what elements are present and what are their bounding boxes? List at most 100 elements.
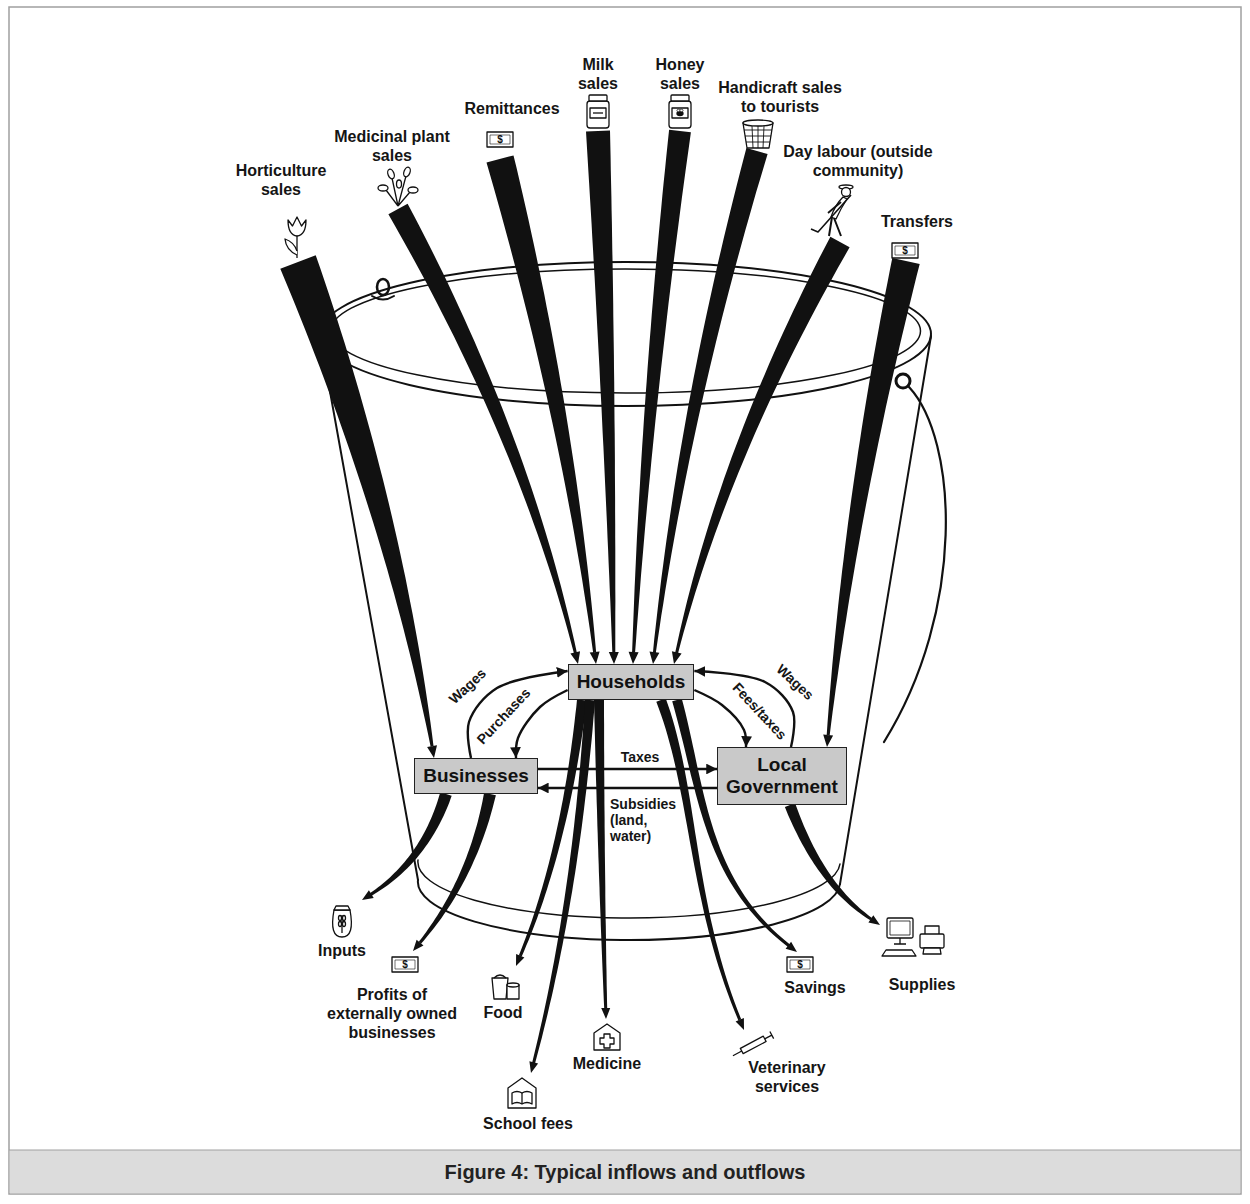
edge-label: Fees/taxes bbox=[728, 678, 791, 744]
flow-label: Veterinary services bbox=[739, 1058, 835, 1096]
herb-icon bbox=[378, 166, 418, 206]
flow-label: Profits of externally owned businesses bbox=[321, 985, 463, 1042]
legs bbox=[829, 217, 841, 236]
handle-ring bbox=[377, 279, 389, 295]
basket bbox=[743, 123, 773, 148]
label-box: Savings bbox=[775, 978, 855, 997]
inflow-arrow bbox=[388, 204, 580, 664]
box-label: Local Government bbox=[726, 754, 838, 798]
printer-tray bbox=[923, 948, 941, 954]
icons bbox=[285, 95, 944, 1108]
government-box: Local Government bbox=[717, 747, 847, 805]
outflow-arrow bbox=[362, 792, 452, 900]
jar-band bbox=[672, 108, 688, 118]
head bbox=[842, 188, 851, 197]
inflow-arrow bbox=[672, 237, 850, 664]
banknote-icon bbox=[392, 957, 418, 972]
flow-label: Medicinal plant sales bbox=[324, 127, 460, 165]
bag-top bbox=[494, 975, 506, 978]
sack bbox=[333, 910, 352, 937]
can-top bbox=[507, 983, 519, 987]
syringe-barrel bbox=[740, 1036, 766, 1054]
leaf bbox=[408, 187, 418, 193]
flow-label: Remittances bbox=[452, 99, 572, 118]
label-box: Honey sales bbox=[649, 55, 711, 93]
leaf bbox=[402, 166, 411, 177]
flow-label: School fees bbox=[473, 1114, 583, 1133]
bee bbox=[677, 112, 683, 116]
label-box: School fees bbox=[473, 1114, 583, 1133]
flow-label: $ bbox=[497, 134, 503, 145]
label-box: Remittances bbox=[452, 99, 572, 118]
label-box: Horticulture sales bbox=[225, 161, 337, 199]
leaf bbox=[378, 185, 388, 191]
flow-arrow bbox=[694, 671, 794, 747]
tulip-icon bbox=[285, 217, 306, 258]
bucket-side bbox=[840, 336, 931, 884]
flow-label: $ bbox=[797, 959, 803, 970]
note-border bbox=[790, 960, 810, 969]
note bbox=[892, 243, 918, 258]
label-box: Medicine bbox=[562, 1054, 652, 1073]
edge-label-box: Fees/taxes bbox=[728, 678, 791, 744]
label-box: $ bbox=[797, 959, 803, 970]
note-border bbox=[895, 246, 915, 255]
flow-label: Horticulture sales bbox=[225, 161, 337, 199]
outflow-arrow bbox=[529, 700, 595, 1073]
figure-caption: Figure 4: Typical inflows and outflows bbox=[445, 1160, 806, 1184]
edge-label: Taxes bbox=[619, 749, 662, 765]
printer bbox=[920, 934, 944, 948]
label-box: Milk sales bbox=[567, 55, 629, 93]
caption-bar bbox=[10, 1150, 1241, 1193]
stems bbox=[386, 176, 410, 206]
outflow-arrow bbox=[785, 803, 880, 925]
label-box: $ bbox=[902, 245, 908, 256]
frame bbox=[9, 7, 1241, 1194]
labourer-icon bbox=[811, 185, 853, 236]
grain bbox=[339, 922, 342, 927]
flow-label: Day labour (outside community) bbox=[775, 142, 941, 180]
note bbox=[787, 957, 813, 972]
edge-label-box: Purchases bbox=[472, 683, 535, 749]
inflow-arrow bbox=[629, 130, 691, 664]
label-box: Handicraft sales to tourists bbox=[714, 78, 846, 116]
flow-label: Medicine bbox=[562, 1054, 652, 1073]
grain bbox=[343, 916, 346, 921]
flow-label: Food bbox=[473, 1003, 533, 1022]
flow-label: Honey sales bbox=[649, 55, 711, 93]
label-box: Food bbox=[473, 1003, 533, 1022]
basket-rim bbox=[743, 120, 773, 126]
bucket-band bbox=[418, 860, 840, 918]
leaf bbox=[386, 168, 395, 179]
leaf bbox=[285, 239, 297, 255]
bucket-rim bbox=[320, 262, 931, 406]
milk-jar-icon bbox=[587, 95, 609, 128]
sack-neck bbox=[334, 906, 350, 910]
flow-label: $ bbox=[902, 245, 908, 256]
monitor bbox=[887, 918, 913, 938]
businesses-box: Businesses bbox=[414, 758, 538, 794]
grain bbox=[339, 916, 342, 921]
lid bbox=[671, 95, 689, 101]
label-box: $ bbox=[497, 134, 503, 145]
note-border bbox=[395, 960, 415, 969]
keyboard bbox=[882, 950, 916, 956]
label-box: Supplies bbox=[877, 975, 967, 994]
flow-label: $ bbox=[402, 959, 408, 970]
school-icon bbox=[508, 1078, 536, 1108]
jar bbox=[587, 101, 609, 128]
flow-label: Transfers bbox=[867, 212, 967, 231]
weave bbox=[744, 126, 772, 148]
banknote-icon bbox=[487, 132, 513, 147]
label-box: Veterinary services bbox=[739, 1058, 835, 1096]
syringe-parts bbox=[731, 1032, 774, 1060]
hoe bbox=[811, 195, 851, 232]
cross bbox=[600, 1034, 614, 1048]
bee-wing bbox=[680, 109, 683, 111]
outflow-arrow bbox=[413, 793, 496, 951]
edge-label: Wages bbox=[444, 664, 490, 709]
flower bbox=[288, 217, 306, 236]
clinic-house bbox=[594, 1024, 620, 1050]
